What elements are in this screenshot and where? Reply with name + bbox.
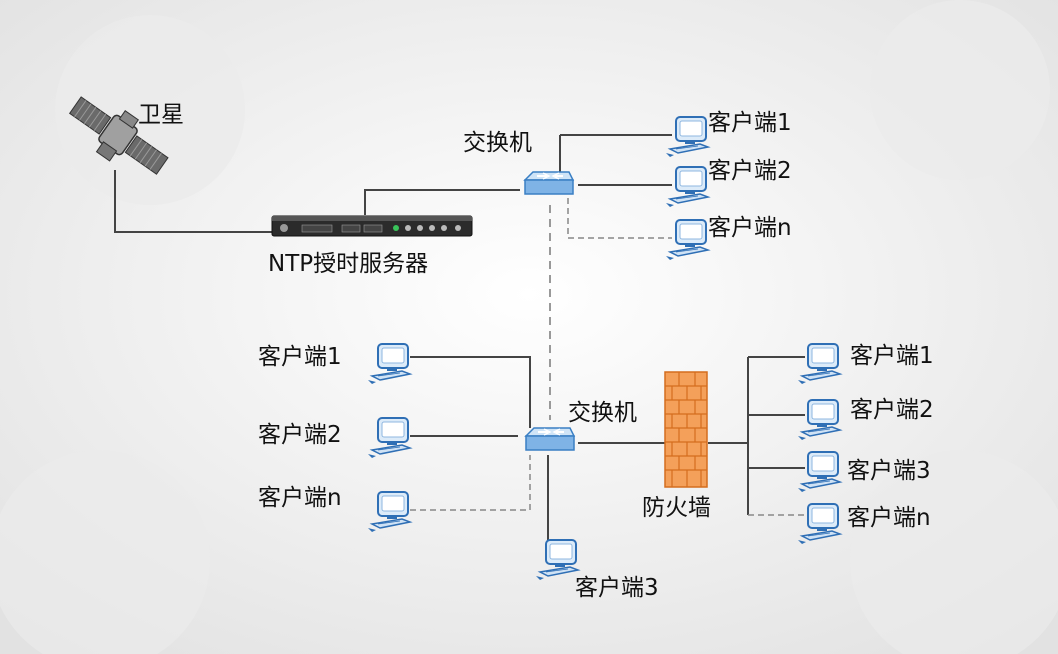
right-client-2-label: 客户端2 xyxy=(850,397,934,423)
left-client-1-label: 客户端1 xyxy=(258,344,342,370)
server-icon xyxy=(271,215,473,237)
right-client-n-label: 客户端n xyxy=(847,505,931,531)
right-client-1-label: 客户端1 xyxy=(850,343,934,369)
top-client-1-label: 客户端1 xyxy=(708,110,792,136)
bottom-client-3: 客户端3 xyxy=(535,539,659,601)
bottom-client-3-label: 客户端3 xyxy=(575,575,659,601)
satellite-icon xyxy=(68,96,169,175)
left-client-n-label: 客户端n xyxy=(258,485,342,511)
top-client-1: 客户端1 xyxy=(665,110,792,158)
right-client-2: 客户端2 xyxy=(797,397,934,441)
connection-lines xyxy=(114,134,805,548)
top-client-2-label: 客户端2 xyxy=(708,158,792,184)
left-client-n: 客户端n xyxy=(258,485,411,533)
left-client-2: 客户端2 xyxy=(258,417,411,459)
top-switch-icon xyxy=(524,171,574,195)
firewall-icon xyxy=(664,371,708,488)
top-client-2: 客户端2 xyxy=(665,158,792,208)
satellite-label: 卫星 xyxy=(138,102,184,128)
left-client-1: 客户端1 xyxy=(258,343,411,385)
firewall-label: 防火墙 xyxy=(642,495,711,521)
bottom-switch-icon xyxy=(525,427,575,451)
left-client-2-label: 客户端2 xyxy=(258,422,342,448)
right-client-3: 客户端3 xyxy=(797,451,931,493)
ntp-server-label: NTP授时服务器 xyxy=(268,251,428,277)
top-switch-label: 交换机 xyxy=(463,130,532,156)
top-client-n: 客户端n xyxy=(665,215,792,261)
bottom-switch-label: 交换机 xyxy=(568,400,637,426)
top-client-n-label: 客户端n xyxy=(708,215,792,241)
right-client-3-label: 客户端3 xyxy=(847,458,931,484)
right-client-n: 客户端n xyxy=(797,503,931,545)
right-client-1: 客户端1 xyxy=(797,343,934,385)
